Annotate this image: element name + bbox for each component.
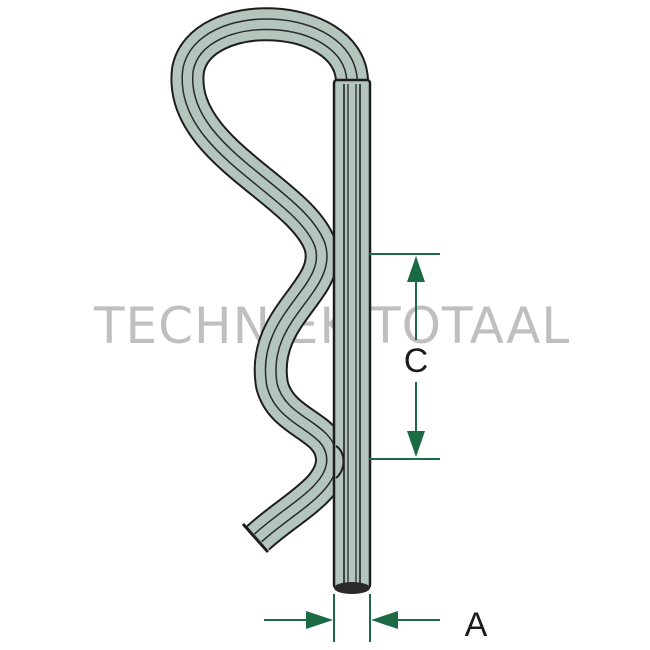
dimension-a-label: A <box>465 606 488 644</box>
pin-leg-tip <box>334 582 370 594</box>
pin-crossing-overlap <box>335 445 345 479</box>
arrow-up-icon <box>407 256 425 282</box>
watermark-text: TECHNIEK TOTAAL <box>93 297 570 355</box>
dimension-c: C <box>369 253 440 460</box>
pin-bent-arm <box>170 7 369 553</box>
arrow-left-icon <box>371 611 398 629</box>
dimension-a: A <box>264 594 488 644</box>
dimension-c-label: C <box>404 342 429 380</box>
pin-straight-leg <box>332 78 372 590</box>
arrow-right-icon <box>306 611 333 629</box>
arrow-down-icon <box>407 431 425 457</box>
